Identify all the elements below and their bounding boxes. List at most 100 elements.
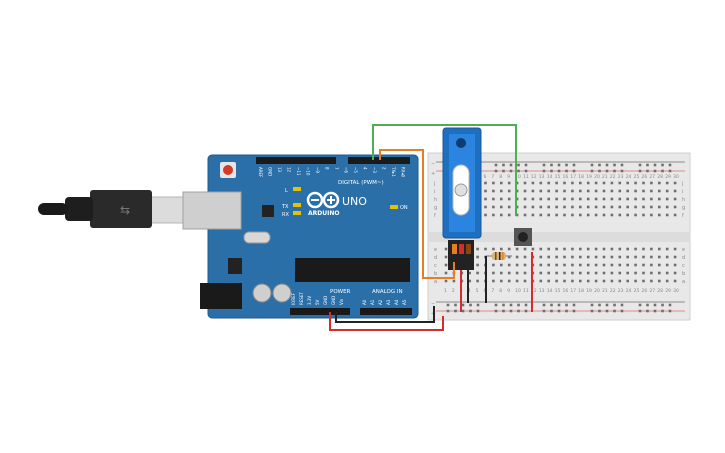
breadboard-hole[interactable]: [523, 181, 527, 185]
breadboard-hole[interactable]: [650, 255, 653, 259]
breadboard-hole[interactable]: [673, 189, 677, 193]
breadboard-hole[interactable]: [610, 255, 614, 259]
breadboard-hole[interactable]: [531, 197, 535, 201]
breadboard-hole[interactable]: [523, 247, 527, 251]
rail-hole[interactable]: [590, 309, 594, 313]
breadboard-hole[interactable]: [658, 205, 661, 209]
breadboard-hole[interactable]: [602, 247, 606, 251]
breadboard-hole[interactable]: [515, 213, 519, 217]
breadboard-hole[interactable]: [665, 205, 669, 209]
breadboard-hole[interactable]: [579, 263, 582, 267]
rail-hole[interactable]: [638, 303, 642, 307]
breadboard-hole[interactable]: [634, 247, 637, 251]
breadboard-hole[interactable]: [579, 205, 582, 209]
breadboard-hole[interactable]: [650, 205, 653, 209]
breadboard-hole[interactable]: [515, 247, 519, 251]
breadboard-hole[interactable]: [579, 189, 582, 193]
rail-hole[interactable]: [598, 169, 601, 173]
rail-hole[interactable]: [565, 169, 568, 173]
breadboard-hole[interactable]: [507, 189, 511, 193]
breadboard-hole[interactable]: [531, 247, 535, 251]
breadboard-hole[interactable]: [563, 181, 566, 185]
breadboard-hole[interactable]: [642, 189, 645, 193]
breadboard-hole[interactable]: [539, 255, 543, 259]
breadboard-hole[interactable]: [634, 205, 637, 209]
breadboard-hole[interactable]: [665, 181, 669, 185]
breadboard-hole[interactable]: [602, 181, 606, 185]
rail-hole[interactable]: [494, 163, 498, 167]
breadboard-hole[interactable]: [650, 189, 653, 193]
breadboard-hole[interactable]: [610, 263, 614, 267]
breadboard-hole[interactable]: [618, 213, 622, 217]
breadboard-hole[interactable]: [665, 197, 669, 201]
breadboard-hole[interactable]: [594, 247, 598, 251]
rail-hole[interactable]: [646, 303, 649, 307]
breadboard-hole[interactable]: [523, 213, 527, 217]
rail-hole[interactable]: [509, 163, 513, 167]
breadboard-hole[interactable]: [594, 197, 598, 201]
rail-hole[interactable]: [542, 309, 546, 313]
rail-hole[interactable]: [668, 163, 672, 167]
breadboard-hole[interactable]: [492, 279, 495, 283]
breadboard-hole[interactable]: [563, 197, 566, 201]
breadboard-hole[interactable]: [618, 205, 622, 209]
rail-hole[interactable]: [461, 309, 465, 313]
rail-hole[interactable]: [502, 169, 505, 173]
breadboard-hole[interactable]: [586, 205, 590, 209]
breadboard-hole[interactable]: [571, 181, 574, 185]
breadboard-hole[interactable]: [618, 247, 622, 251]
breadboard-hole[interactable]: [602, 197, 606, 201]
breadboard-hole[interactable]: [594, 205, 598, 209]
wire-red-main[interactable]: [329, 312, 444, 331]
breadboard-hole[interactable]: [492, 189, 495, 193]
breadboard-hole[interactable]: [539, 279, 543, 283]
breadboard-hole[interactable]: [500, 181, 503, 185]
breadboard-hole[interactable]: [634, 189, 637, 193]
breadboard-hole[interactable]: [658, 255, 661, 259]
breadboard-hole[interactable]: [500, 247, 503, 251]
rail-hole[interactable]: [502, 309, 505, 313]
breadboard-hole[interactable]: [507, 213, 511, 217]
rail-hole[interactable]: [565, 309, 568, 313]
breadboard-hole[interactable]: [476, 247, 479, 251]
breadboard-hole[interactable]: [579, 197, 582, 201]
rail-hole[interactable]: [653, 309, 657, 313]
rail-hole[interactable]: [469, 309, 472, 313]
breadboard-hole[interactable]: [642, 197, 645, 201]
breadboard-hole[interactable]: [484, 189, 487, 193]
breadboard-hole[interactable]: [658, 189, 661, 193]
breadboard-hole[interactable]: [539, 213, 543, 217]
breadboard-hole[interactable]: [618, 279, 622, 283]
breadboard-hole[interactable]: [515, 205, 519, 209]
breadboard-hole[interactable]: [642, 213, 645, 217]
breadboard-hole[interactable]: [665, 189, 669, 193]
breadboard-hole[interactable]: [555, 197, 558, 201]
breadboard-hole[interactable]: [484, 247, 487, 251]
wire-orange[interactable]: [379, 149, 455, 279]
breadboard-hole[interactable]: [555, 181, 558, 185]
breadboard-hole[interactable]: [555, 189, 558, 193]
breadboard-hole[interactable]: [650, 213, 653, 217]
breadboard-hole[interactable]: [547, 205, 550, 209]
breadboard-hole[interactable]: [586, 197, 590, 201]
wire-green[interactable]: [372, 124, 517, 216]
rail-hole[interactable]: [661, 163, 664, 167]
breadboard-hole[interactable]: [500, 271, 503, 275]
breadboard-hole[interactable]: [571, 205, 574, 209]
breadboard-hole[interactable]: [602, 279, 606, 283]
breadboard-hole[interactable]: [507, 263, 511, 267]
breadboard-hole[interactable]: [492, 247, 495, 251]
breadboard-hole[interactable]: [523, 279, 527, 283]
rail-hole[interactable]: [502, 163, 505, 167]
breadboard-hole[interactable]: [523, 263, 527, 267]
rail-hole[interactable]: [524, 169, 528, 173]
rail-hole[interactable]: [550, 163, 553, 167]
breadboard-hole[interactable]: [586, 255, 590, 259]
rail-hole[interactable]: [646, 163, 649, 167]
rail-hole[interactable]: [476, 309, 480, 313]
breadboard-hole[interactable]: [515, 271, 519, 275]
breadboard-hole[interactable]: [602, 255, 606, 259]
rail-hole[interactable]: [557, 163, 561, 167]
breadboard-hole[interactable]: [507, 271, 511, 275]
breadboard-hole[interactable]: [539, 181, 543, 185]
